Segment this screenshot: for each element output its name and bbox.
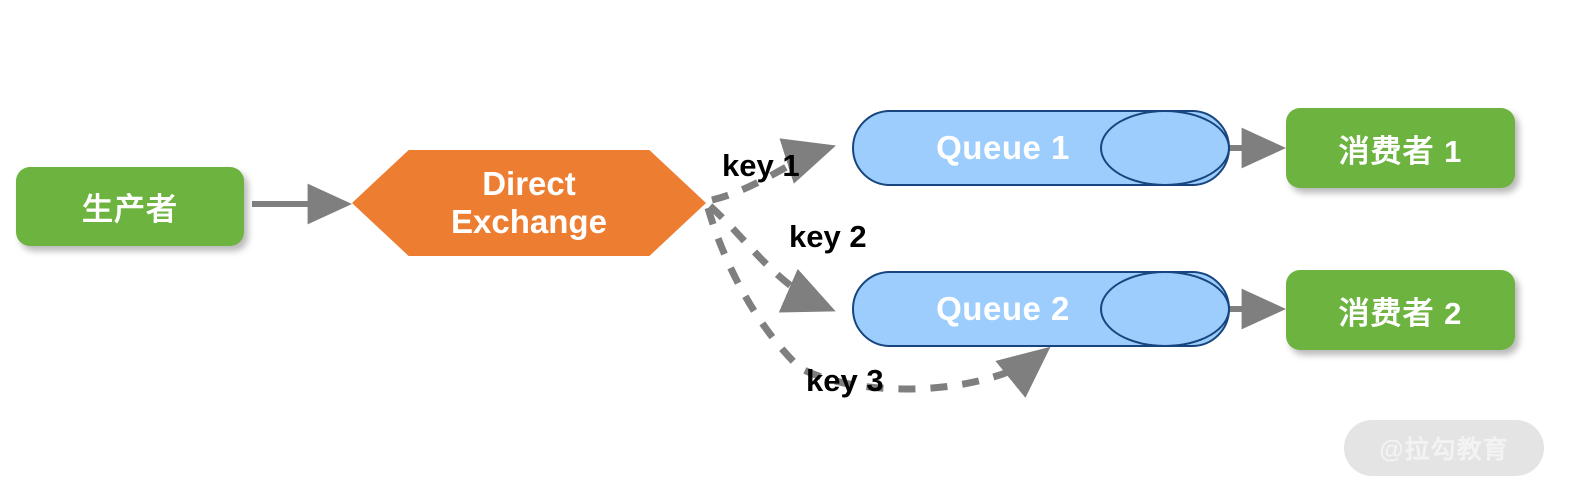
queue2-node[interactable]: Queue 2 bbox=[852, 271, 1230, 347]
queue1-node[interactable]: Queue 1 bbox=[852, 110, 1230, 186]
watermark-text: @拉勾教育 bbox=[1379, 436, 1509, 464]
producer-label: 生产者 bbox=[82, 192, 178, 227]
queue1-label: Queue 1 bbox=[936, 129, 1070, 166]
exchange-hexagon-shape bbox=[352, 150, 706, 256]
edge-key3 bbox=[704, 207, 1051, 398]
queue2-label: Queue 2 bbox=[936, 290, 1070, 327]
edge-label-key2: key 2 bbox=[789, 219, 867, 254]
queue1-cylinder-cap bbox=[1100, 110, 1230, 186]
consumer2-node[interactable]: 消费者 2 bbox=[1286, 270, 1515, 350]
producer-node[interactable]: 生产者 bbox=[16, 167, 244, 246]
edge-label-key1: key 1 bbox=[722, 148, 800, 183]
queue2-cylinder-cap bbox=[1100, 271, 1230, 347]
edge-key1 bbox=[711, 138, 837, 204]
watermark-badge: @拉勾教育 bbox=[1344, 420, 1544, 476]
consumer1-node[interactable]: 消费者 1 bbox=[1286, 108, 1515, 188]
consumer1-label: 消费者 1 bbox=[1338, 133, 1463, 169]
exchange-node[interactable]: Direct Exchange bbox=[352, 150, 706, 256]
consumer2-label: 消费者 2 bbox=[1338, 295, 1463, 331]
edge-label-key3: key 3 bbox=[806, 363, 884, 398]
edge-key2 bbox=[707, 203, 836, 313]
